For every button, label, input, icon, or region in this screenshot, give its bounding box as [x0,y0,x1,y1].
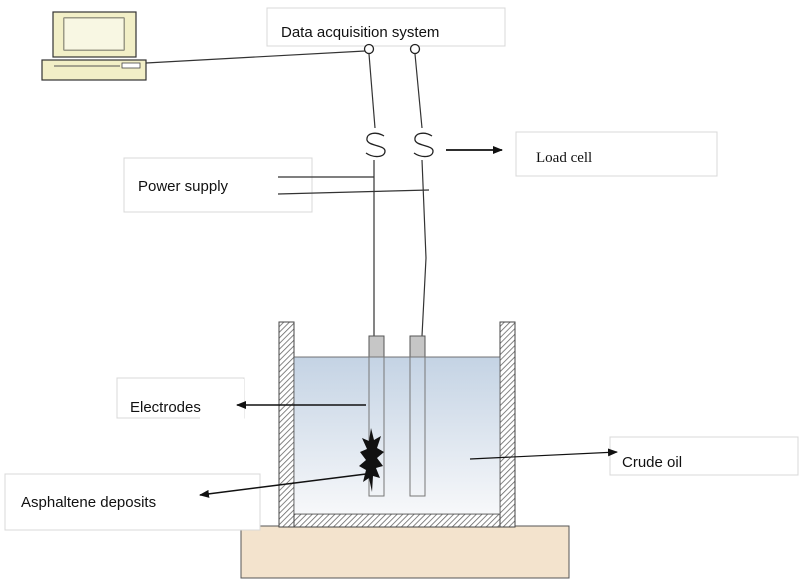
svg-text:Power supply: Power supply [138,178,229,195]
svg-text:Asphaltene deposits: Asphaltene deposits [21,494,156,511]
computer-cable [145,50,366,64]
crude-oil-arrow [469,448,618,460]
asphaltene-label: Asphaltene deposits [4,473,261,531]
vessel-wall-right [499,321,516,528]
power-supply-label: Power supply [123,157,313,213]
right-wire-top [414,53,423,129]
crude-oil-liquid [293,356,501,515]
base-block [240,525,570,579]
load-cell-label: Load cell [515,131,718,177]
svg-text:Data acquisition system: Data acquisition system [281,24,439,41]
asphaltene-deposit-shape [359,428,384,492]
electrode-right [409,335,426,497]
data-acquisition-label: Data acquisition system [266,7,506,47]
crude-oil-label: Crude oil [609,436,799,476]
svg-text:Load cell: Load cell [536,150,592,166]
svg-text:Crude oil: Crude oil [622,454,682,471]
electrode-left [368,335,385,497]
svg-text:Electrodes: Electrodes [130,399,201,416]
vessel-wall-left [278,321,295,528]
power-lead-negative [277,189,430,195]
right-wire-lower [421,159,427,337]
right-spring [413,132,434,158]
asphaltene-arrow [199,473,367,498]
vessel-bottom [293,513,501,528]
left-wire-top [368,53,376,129]
terminal-right [409,43,421,55]
left-spring [365,132,386,158]
electrodes-label: Electrodes [116,377,245,419]
terminal-left [363,43,375,55]
computer-icon [41,11,147,81]
